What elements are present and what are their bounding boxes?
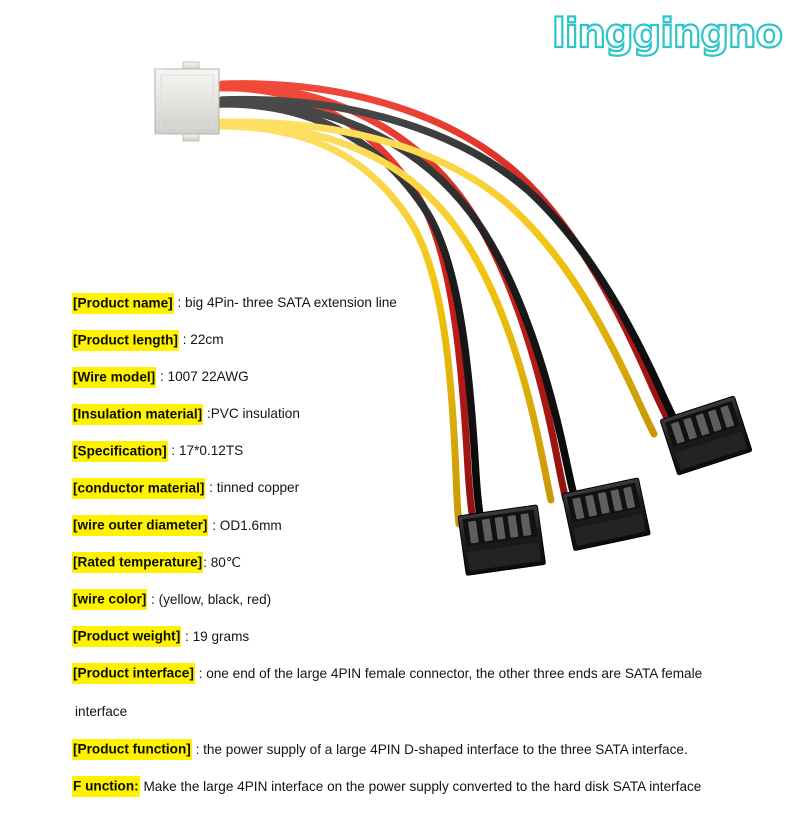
specification-list: [Product name] : big 4Pin- three SATA ex… xyxy=(72,292,772,817)
spec-label: [Rated temperature] xyxy=(72,552,204,574)
spec-line: [wire outer diameter] : OD1.6mm xyxy=(72,515,772,537)
spec-label: F unction: xyxy=(72,776,140,798)
spec-value: : 80℃ xyxy=(203,554,242,570)
spec-value: : OD1.6mm xyxy=(208,517,282,533)
spec-line: [Product interface] : one end of the lar… xyxy=(72,663,772,685)
spec-value: :PVC insulation xyxy=(203,406,300,422)
spec-label: [Product length] xyxy=(72,329,179,351)
spec-label: [Product interface] xyxy=(72,663,195,685)
spec-line: [conductor material] : tinned copper xyxy=(72,477,772,499)
spec-line: [Rated temperature]: 80℃ xyxy=(72,552,772,574)
spec-label: [conductor material] xyxy=(72,477,206,499)
spec-label: [wire color] xyxy=(72,589,148,611)
spec-value: Make the large 4PIN interface on the pow… xyxy=(139,778,702,794)
spec-line: [Product name] : big 4Pin- three SATA ex… xyxy=(72,292,772,314)
spec-line: F unction: Make the large 4PIN interface… xyxy=(72,776,772,798)
spec-value: : 1007 22AWG xyxy=(156,369,249,385)
spec-value: : 22cm xyxy=(178,332,224,348)
spec-value: : big 4Pin- three SATA extension line xyxy=(173,295,397,310)
spec-value: : tinned copper xyxy=(205,480,300,496)
spec-line: [Insulation material] :PVC insulation xyxy=(72,403,772,425)
spec-label: [Product function] xyxy=(72,739,192,761)
spec-label: [wire outer diameter] xyxy=(72,515,209,537)
watermark-linggingno: linggingno xyxy=(551,11,784,57)
spec-line: [wire color] : (yellow, black, red) xyxy=(72,589,772,611)
molex-4pin-connector xyxy=(154,61,220,142)
spec-line: [Specification] : 17*0.12TS xyxy=(72,440,772,462)
spec-label: [Specification] xyxy=(72,440,168,462)
spec-label: [Wire model] xyxy=(72,366,157,388)
spec-label: [Insulation material] xyxy=(72,403,204,425)
spec-value: : 17*0.12TS xyxy=(167,443,244,459)
spec-line: [Wire model] : 1007 22AWG xyxy=(72,366,772,388)
spec-continuation-line: interface xyxy=(75,704,128,720)
spec-value: : (yellow, black, red) xyxy=(147,591,272,607)
spec-label: [Product weight] xyxy=(72,626,182,648)
spec-line: [Product length] : 22cm xyxy=(72,329,772,351)
spec-value: : the power supply of a large 4PIN D-sha… xyxy=(191,741,688,757)
spec-label: [Product name] xyxy=(72,292,174,314)
spec-value: : 19 grams xyxy=(181,628,250,644)
spec-line: [Product weight] : 19 grams xyxy=(72,626,772,648)
spec-line: [Product function] : the power supply of… xyxy=(72,739,772,761)
spec-value: : one end of the large 4PIN female conne… xyxy=(194,665,703,681)
